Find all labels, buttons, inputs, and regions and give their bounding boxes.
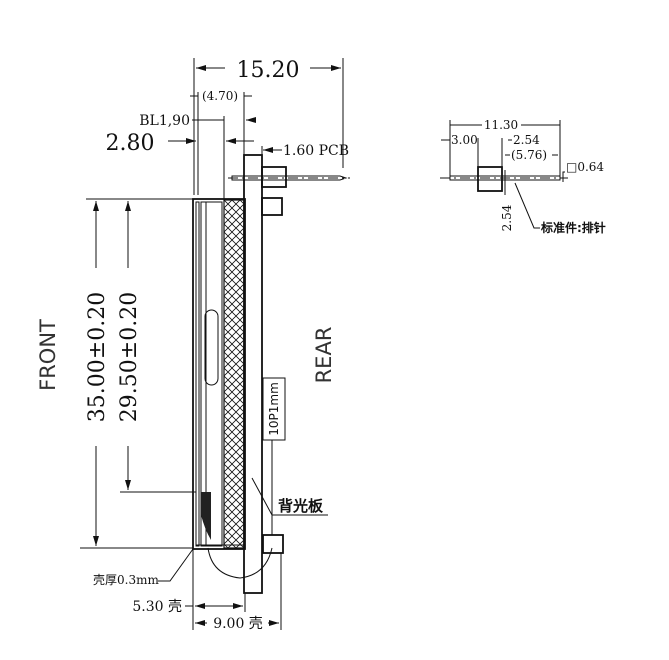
dim-ref-right-text: (5.76): [511, 148, 547, 162]
pcb-board: [243, 154, 263, 594]
shell-thickness-callout: 壳厚0.3mm: [93, 548, 194, 587]
dim-total-text: 11.30: [484, 118, 518, 132]
dim-pitch-text: 2.54: [513, 133, 540, 147]
dim-shell-depth: 5.30 壳: [132, 548, 246, 630]
pin-header-view: 11.30 3.00 2.54 (5.76) □0.64 2.54 标准件:排针: [440, 118, 606, 235]
dim-shell-depth-text: 5.30 壳: [132, 598, 182, 615]
part-label: 标准件:排针: [540, 220, 606, 235]
front-label: FRONT: [36, 319, 60, 391]
flex-cable: [201, 492, 211, 540]
backlight-hatch: [223, 199, 245, 549]
dim-backlight-text: BL1,90: [139, 113, 190, 129]
connector-10p: 10P1mm: [262, 377, 286, 441]
lcd-module: [192, 198, 273, 579]
dim-ref-depth: (4.70): [190, 89, 252, 195]
dim-total-depth: 15.20: [193, 58, 344, 195]
dim-pitch-vertical-text: 2.54: [500, 204, 514, 231]
dim-pcb: 1.60 PCB: [261, 143, 349, 159]
dim-height-inner: 29.50±0.20: [117, 201, 196, 493]
connector-label: 10P1mm: [267, 382, 281, 436]
rear-label: REAR: [312, 327, 336, 384]
dim-ref-depth-text: (4.70): [202, 89, 238, 103]
backlight-callout: 背光板: [251, 477, 328, 516]
dim-height-outer-text: 35.00±0.20: [85, 292, 110, 422]
dim-shell-total: 9.00 壳: [195, 553, 282, 632]
dim-front-offset-text: 2.80: [106, 131, 155, 156]
dim-pcb-text: 1.60 PCB: [283, 143, 349, 159]
shell-thickness-label: 壳厚0.3mm: [93, 573, 159, 587]
dim-left-text: 3.00: [451, 133, 478, 147]
dim-backlight: BL1,90: [139, 113, 256, 200]
dim-height-inner-text: 29.50±0.20: [117, 292, 142, 422]
dim-front-offset: 2.80: [106, 131, 254, 156]
dim-height-outer: 35.00±0.20: [80, 198, 193, 549]
backlight-label: 背光板: [278, 497, 324, 515]
dim-shell-total-text: 9.00 壳: [213, 615, 263, 632]
pin-header-side: [228, 166, 350, 554]
slot-oval: [204, 309, 219, 386]
dim-total-depth-text: 15.20: [237, 58, 300, 83]
dim-pin-square-text: □0.64: [566, 160, 604, 174]
